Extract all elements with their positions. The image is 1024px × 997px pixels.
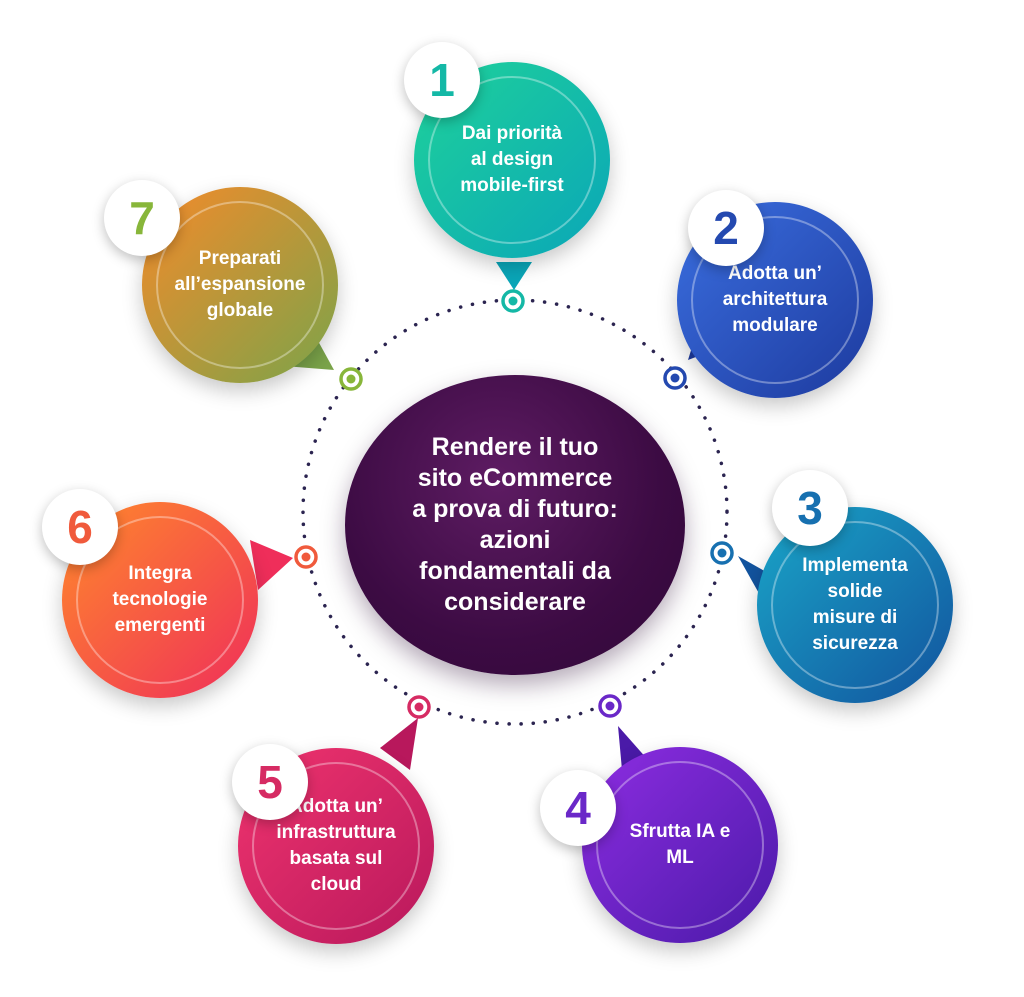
step-6-pointer — [250, 540, 293, 590]
step-5-pointer — [380, 718, 418, 770]
step-7-ring-node-dot — [346, 374, 356, 384]
step-4-bubble: Sfrutta IA e ML — [582, 747, 778, 943]
step-5-badge: 5 — [232, 744, 308, 820]
step-5-bubble: Adotta un’ infrastruttura basata sul clo… — [238, 748, 434, 944]
step-6-badge: 6 — [42, 489, 118, 565]
step-3-text: Implementa solide misure di sicurezza — [802, 555, 908, 654]
central-circle: Rendere il tuo sito eCommerce a prova di… — [345, 375, 685, 675]
step-2-text: Adotta un’ architettura modulare — [722, 263, 828, 336]
step-1-ring-node-dot — [508, 296, 518, 306]
step-4-badge: 4 — [540, 770, 616, 846]
step-5-ring-node-dot — [414, 702, 424, 712]
step-3-badge: 3 — [772, 470, 848, 546]
step-6-text: Integra tecnologie emergenti — [112, 563, 208, 636]
step-4-ring-node-dot — [605, 701, 615, 711]
step-7-text: Preparati all’espansione globale — [174, 248, 306, 321]
step-1-text: Dai priorità al design mobile-first — [460, 123, 564, 196]
step-3-ring-node-dot — [717, 548, 727, 558]
step-1-pointer — [496, 262, 532, 290]
step-1-badge: 1 — [404, 42, 480, 118]
step-6-ring-node-dot — [301, 552, 311, 562]
step-7-badge: 7 — [104, 180, 180, 256]
step-2-ring-node-dot — [670, 373, 680, 383]
step-2-badge: 2 — [688, 190, 764, 266]
dotted-ring — [301, 298, 729, 726]
step-5-text: Adotta un’ infrastruttura basata sul clo… — [276, 796, 396, 895]
central-title: Rendere il tuo sito eCommerce a prova di… — [412, 433, 618, 616]
step-4-text: Sfrutta IA e ML — [629, 821, 731, 868]
